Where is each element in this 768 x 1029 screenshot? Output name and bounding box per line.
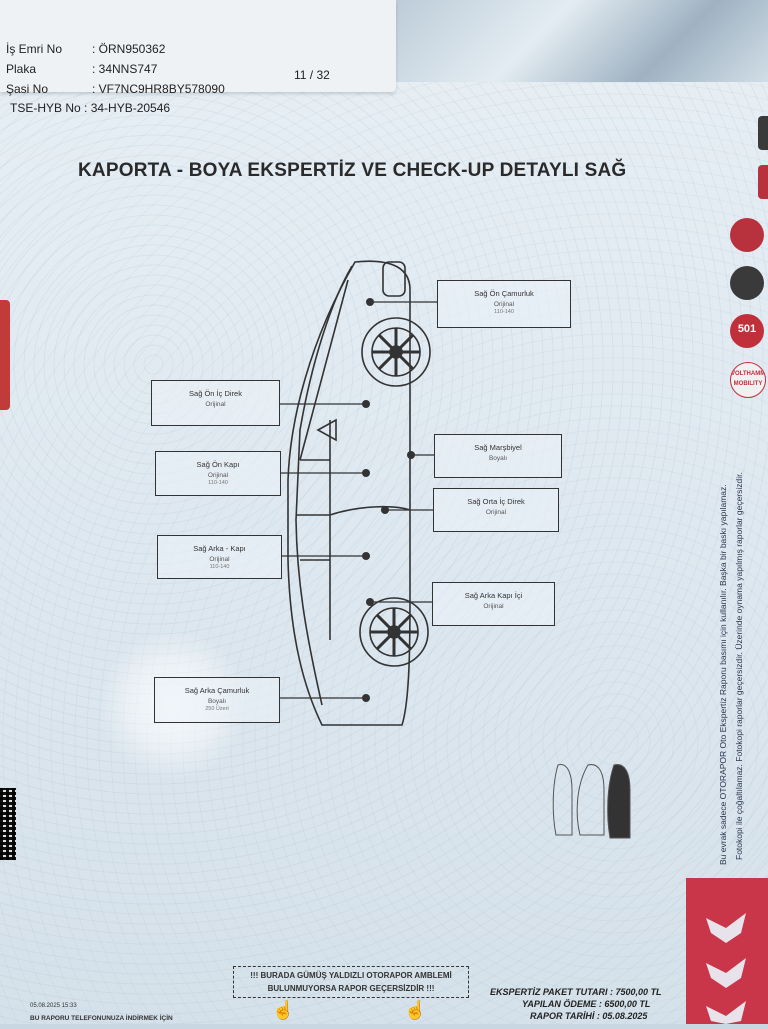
part-label-box: Sağ Orta İç Direk Orijinal [433,488,559,532]
part-status: Orijinal [493,301,515,308]
hand-pointer-icon: ☝ [404,1000,427,1020]
fee-label: YAPILAN ÖDEME : [522,999,602,1009]
part-name: Sağ Arka Kapı İçi [464,591,523,600]
qr-code-icon [0,788,16,860]
part-status: Orijinal [207,472,229,479]
report-date: RAPOR TARİHİ : 05.08.2025 [530,1011,647,1021]
field-value: : ÖRN950362 [92,42,166,56]
fee-value: 6500,00 TL [604,999,651,1009]
fee-total: EKSPERTİZ PAKET TUTARI : 7500,00 TL [490,987,662,997]
part-thickness: 250 Üzeri [205,706,229,712]
print-timestamp: 05.08.2025 15:33 [30,1003,77,1009]
fee-paid: YAPILAN ÖDEME : 6500,00 TL [522,999,650,1009]
header-card: İş Emri No : ÖRN950362 Plaka : 34NNS747 … [0,0,396,96]
badge-icon [758,165,768,199]
field-label: Şasi No [6,82,49,96]
hand-pointer-icon: ☝ [272,1000,295,1020]
part-label-box: Sağ Arka Kapı İçi Orijinal [432,582,555,626]
leader-lines [279,301,437,699]
marker-dots [362,298,415,702]
download-hint: BU RAPORU TELEFONUNUZA İNDİRMEK İÇİN [30,1015,173,1022]
badge-icon [758,116,768,150]
field-value: : 34-HYB-20546 [84,101,171,115]
notice-line: BULUNMUYORSA RAPOR GEÇERSİZDİR !!! [267,984,435,993]
brand-red-block [686,878,768,1024]
shield-icon [730,266,764,300]
wheel-icon [359,597,429,667]
part-name: Sağ Ön Çamurluk [474,289,534,298]
field-label: Plaka [6,62,37,76]
part-status: Boyalı [488,455,508,462]
car-outline-icon [287,260,411,726]
part-thickness: 110-140 [494,309,514,315]
part-status: Orijinal [205,401,226,408]
part-name: Sağ Orta İç Direk [467,497,525,506]
page-title: KAPORTA - BOYA EKSPERTİZ VE CHECK-UP DET… [78,160,627,181]
part-name: Sağ Ön İç Direk [189,389,242,398]
notice-line: !!! BURADA GÜMÜŞ YALDIZLI OTORAPOR AMBLE… [250,971,452,980]
page-indicator: 11 / 32 [294,68,330,82]
background-photo-top [380,0,768,95]
part-status: Boyalı [207,698,227,705]
field-tse: TSE-HYB No : 34-HYB-20546 [10,101,170,115]
fee-value: 7500,00 TL [615,987,662,997]
disclaimer-line: Fotokopi ile çoğaltılamaz. Fotokopi rapo… [734,472,744,860]
part-name: Sağ Ön Kapı [196,460,240,469]
part-status: Orijinal [483,603,504,610]
badge-volthammer: VOLTHAMMER MOBILITY [730,362,766,398]
part-label-box: Sağ Arka - Kapı Orijinal 110-140 [157,535,282,579]
report-sheet [0,82,768,1024]
fee-label: RAPOR TARİHİ : [530,1011,600,1021]
badge-501: 501 [730,314,764,348]
mini-car-icons [552,764,631,839]
field-value: : VF7NC9HR8BY578090 [92,82,225,96]
authenticity-notice: !!! BURADA GÜMÜŞ YALDIZLI OTORAPOR AMBLE… [233,966,469,998]
fee-label: EKSPERTİZ PAKET TUTARI : [490,987,614,997]
fee-value: 05.08.2025 [602,1011,648,1021]
field-value: : 34NNS747 [92,62,158,76]
part-label-box: Sağ Arka Çamurluk Boyalı 250 Üzeri [154,677,280,723]
part-label-box: Sağ Marşbiyel Boyalı [434,434,562,478]
field-label: İş Emri No [6,42,63,56]
part-label-box: Sağ Ön Kapı Orijinal 110-140 [155,451,281,496]
chevron-pattern-icon [706,913,746,1024]
red-edge-marker [0,300,10,410]
part-thickness: 110-140 [208,480,228,486]
part-status: Orijinal [209,556,230,563]
side-disclaimer: Bu evrak sadece OTORAPOR Oto Ekspertiz R… [700,420,760,870]
part-name: Sağ Arka Çamurluk [184,686,250,695]
part-thickness: 110-140 [209,564,230,570]
part-status: Orijinal [485,509,507,516]
field-label: TSE-HYB No [10,101,81,115]
part-name: Sağ Marşbiyel [474,443,522,452]
part-label-box: Sağ Ön Çamurluk Orijinal 110-140 [437,280,571,328]
badge-icon [730,218,764,252]
part-name: Sağ Arka - Kapı [193,544,246,553]
part-label-box: Sağ Ön İç Direk Orijinal [151,380,280,426]
wheel-icon [361,317,431,387]
disclaimer-line: Bu evrak sadece OTORAPOR Oto Ekspertiz R… [718,484,728,865]
